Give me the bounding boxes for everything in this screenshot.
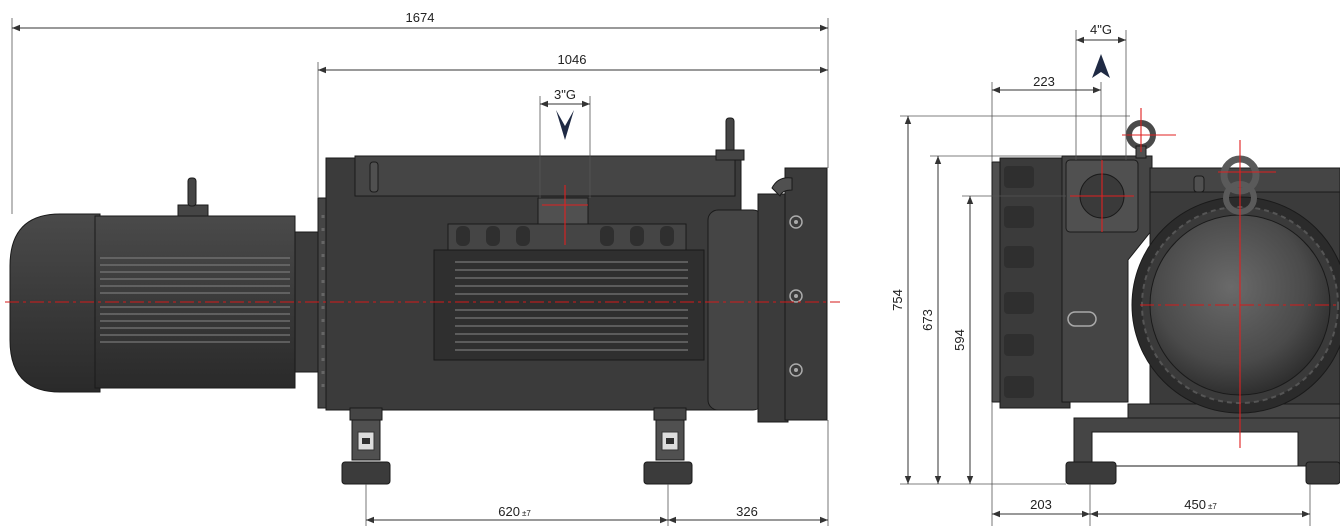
front-cover — [707, 167, 828, 423]
pump-fins — [455, 261, 688, 351]
outlet-offset-label: 223 — [1033, 74, 1055, 89]
mounting-feet-side — [341, 407, 693, 485]
pump-body — [325, 117, 745, 411]
height-2-label: 673 — [920, 309, 935, 331]
base-frame — [1065, 417, 1340, 485]
end-view: 4"G 223 754 673 594 203 450 ±7 — [890, 22, 1340, 526]
rear-offset-label: 326 — [736, 504, 758, 519]
side-view: 1674 1046 3"G 620 ±7 326 — [5, 10, 840, 526]
motor — [9, 177, 324, 393]
height-3-label: 594 — [952, 329, 967, 351]
outlet-arrow-icon — [1092, 54, 1110, 78]
inlet-size-label: 3"G — [554, 87, 576, 102]
foot-offset-label: 203 — [1030, 497, 1052, 512]
motor-fins — [100, 257, 290, 343]
total-height-label: 754 — [890, 289, 905, 311]
outlet-size-label: 4"G — [1090, 22, 1112, 37]
inlet-arrow-icon — [556, 110, 574, 140]
foot-width-label: 450 — [1184, 497, 1206, 512]
pump-length-label: 1046 — [558, 52, 587, 67]
foot-spacing-tolerance: ±7 — [522, 509, 531, 518]
overall-length-label: 1674 — [406, 10, 435, 25]
foot-width-tolerance: ±7 — [1208, 502, 1217, 511]
foot-spacing-label: 620 — [498, 504, 520, 519]
